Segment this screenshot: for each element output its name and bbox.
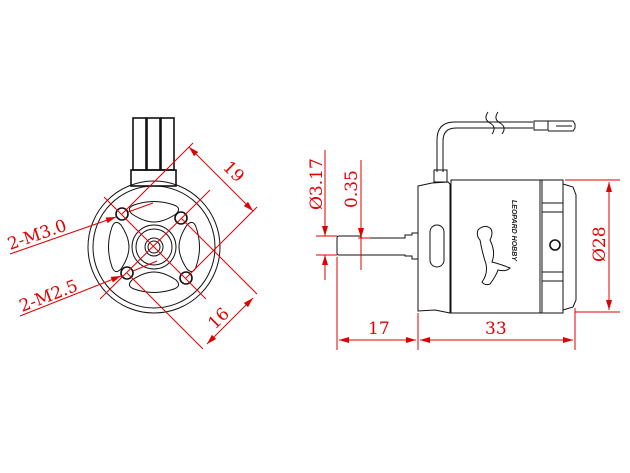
dim-flat-depth: 0.35 xyxy=(342,170,362,208)
wire-sleeve xyxy=(533,120,549,131)
dim-16: 16 xyxy=(204,304,233,333)
dim-shaft-diameter: Ø3.17 xyxy=(307,158,327,210)
hub xyxy=(131,224,177,270)
connector xyxy=(130,117,177,187)
bell-slot xyxy=(429,224,445,268)
label-2-m3: 2-M3.0 xyxy=(5,216,69,255)
wire-plug xyxy=(548,120,576,132)
vent-windows xyxy=(108,201,200,293)
motor-can xyxy=(450,179,541,314)
side-view: LEOPARD HOBBY Ø3.17 0.35 Ø28 17 33 xyxy=(307,111,620,350)
rear-screw xyxy=(549,239,561,251)
dim-body-length: 33 xyxy=(485,319,507,339)
dim-19: 19 xyxy=(218,157,247,186)
dim-body-diameter: Ø28 xyxy=(590,226,610,262)
leopard-logo: LEOPARD HOBBY xyxy=(476,200,517,286)
m25-hole xyxy=(120,266,134,280)
inner-rim xyxy=(92,185,216,309)
shaft xyxy=(336,232,419,260)
logo-text: LEOPARD HOBBY xyxy=(510,200,517,262)
front-bell xyxy=(417,181,451,314)
outer-rim xyxy=(87,180,221,314)
m3-hole xyxy=(115,207,129,221)
m25-hole xyxy=(174,211,188,225)
rear-band xyxy=(539,179,564,314)
label-2-m25: 2-M2.5 xyxy=(17,276,81,317)
dim-shaft-length: 17 xyxy=(368,319,390,339)
front-view: 19 16 2-M3.0 2-M2.5 xyxy=(5,117,258,350)
shaft-end xyxy=(144,237,164,257)
m3-hole xyxy=(179,271,193,285)
rear-cap xyxy=(562,183,577,311)
